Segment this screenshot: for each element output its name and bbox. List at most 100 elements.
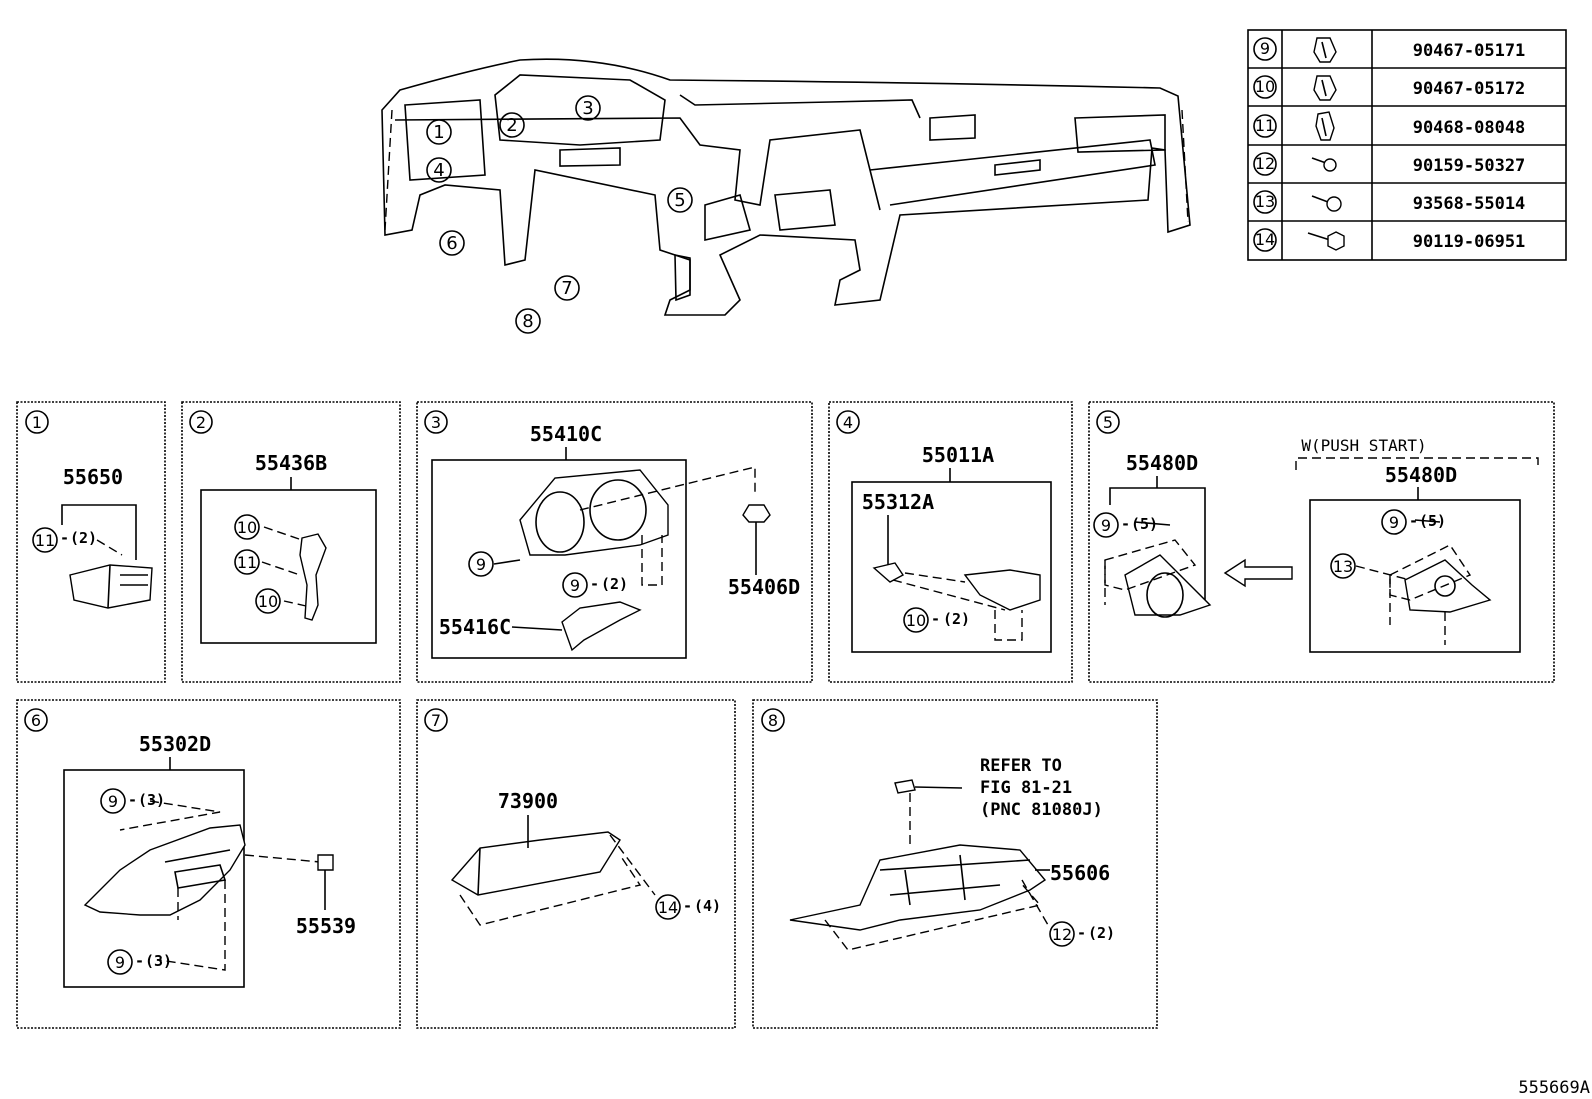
callout-9: 9 — [476, 555, 486, 574]
figure-id: 555669A — [1518, 1078, 1590, 1098]
fastener-part-number: 90119-06951 — [1413, 232, 1526, 252]
fastener-callout: 12 — [1255, 154, 1275, 173]
refer-pnc-label: (PNC 81080J) — [980, 800, 1103, 820]
callout-11: 11 — [35, 531, 55, 550]
fastener-callout: 11 — [1255, 116, 1275, 135]
qty-dash: - — [1409, 512, 1418, 530]
panel-index-4: 4 — [843, 413, 853, 432]
fastener-part-number: 90467-05171 — [1413, 41, 1526, 61]
quantity-label: (3) — [145, 952, 172, 970]
qty-dash: - — [931, 610, 940, 628]
overview-callout-7: 7 — [561, 278, 572, 299]
callout-13: 13 — [1333, 557, 1353, 576]
overview-callout-4: 4 — [433, 160, 444, 181]
overview-callout-labels: 1 2 3 4 5 6 7 8 — [433, 98, 685, 332]
panel-3-drawing — [431, 447, 771, 659]
panel-7-text: 73900 14 - (4) — [498, 789, 721, 917]
panel-index-7: 7 — [431, 711, 441, 730]
quantity-label: (5) — [1131, 515, 1158, 533]
overview-callout-8: 8 — [522, 311, 533, 332]
fastener-callout: 13 — [1255, 192, 1275, 211]
panel-4-text: 55011A 55312A 10 - (2) — [862, 443, 994, 630]
panel-8-drawing — [789, 779, 1050, 951]
callout-10: 10 — [237, 518, 257, 537]
quantity-label: (2) — [70, 529, 97, 547]
clip-icon — [1313, 37, 1337, 63]
callout-circles — [24, 37, 1407, 975]
callout-12: 12 — [1052, 925, 1072, 944]
panel-index-3: 3 — [431, 413, 441, 432]
bolt-icon — [1307, 231, 1345, 251]
panel-6-drawing — [63, 757, 334, 988]
part-number-55480D: 55480D — [1126, 451, 1198, 475]
overview-callout-1: 1 — [433, 122, 444, 143]
callout-9: 9 — [115, 953, 125, 972]
callout-9: 9 — [108, 792, 118, 811]
part-number-73900: 73900 — [498, 789, 558, 813]
qty-dash: - — [128, 791, 137, 809]
screw-icon — [1311, 157, 1337, 172]
callout-9: 9 — [1101, 516, 1111, 535]
part-number-55312A: 55312A — [862, 490, 934, 514]
panel-3-text: 55410C 9 9 - (2) 55416C 55406D — [439, 422, 800, 639]
panel-index-5: 5 — [1103, 413, 1113, 432]
fastener-table — [1247, 29, 1567, 261]
fastener-callout: 9 — [1260, 39, 1270, 58]
qty-dash: - — [1077, 924, 1086, 942]
dashboard-overview — [381, 58, 1191, 316]
panel-index-6: 6 — [31, 711, 41, 730]
fastener-part-number: 90467-05172 — [1413, 79, 1526, 99]
panel-4-drawing — [851, 468, 1052, 653]
overview-callout-5: 5 — [674, 190, 685, 211]
overview-callout-6: 6 — [446, 233, 457, 254]
refer-fig-label: FIG 81-21 — [980, 778, 1072, 798]
bolt-icon — [1311, 195, 1342, 212]
quantity-label: (2) — [601, 575, 628, 593]
part-number-55410C: 55410C — [530, 422, 602, 446]
panel-2-drawing — [200, 477, 377, 644]
part-number-55011A: 55011A — [922, 443, 994, 467]
panel-frames — [16, 401, 1555, 1029]
overview-callout-2: 2 — [506, 115, 517, 136]
panel-1-drawing — [61, 504, 153, 609]
qty-dash: - — [135, 952, 144, 970]
quantity-label: (4) — [694, 897, 721, 915]
fastener-part-number: 93568-55014 — [1413, 194, 1526, 214]
fastener-table-text: 9 10 11 12 13 14 90467-05171 90467-05172… — [1255, 39, 1525, 252]
callout-10: 10 — [906, 611, 926, 630]
fastener-callout: 10 — [1255, 77, 1275, 96]
push-clip-icon — [742, 504, 771, 575]
clip-icon — [1315, 111, 1335, 141]
callout-11: 11 — [237, 553, 257, 572]
clip-icon — [1313, 75, 1337, 101]
quantity-label: (5) — [1419, 512, 1446, 530]
panel-2-text: 55436B 10 11 10 — [237, 451, 327, 611]
panel-index-2: 2 — [196, 413, 206, 432]
quantity-label: (2) — [943, 610, 970, 628]
panel-8-text: REFER TO FIG 81-21 (PNC 81080J) 55606 12… — [980, 756, 1115, 944]
part-number-55406D: 55406D — [728, 575, 800, 599]
qty-dash: - — [683, 897, 692, 915]
qty-dash: - — [590, 575, 599, 593]
qty-dash: - — [60, 529, 69, 547]
qty-dash: - — [1121, 515, 1130, 533]
panel-1-text: 55650 11 - (2) — [35, 465, 123, 550]
callout-9: 9 — [1389, 513, 1399, 532]
fastener-part-number: 90159-50327 — [1413, 156, 1526, 176]
panel-index-8: 8 — [768, 711, 778, 730]
part-number-55650: 55650 — [63, 465, 123, 489]
panel-7-drawing — [450, 815, 656, 926]
part-number-55606: 55606 — [1050, 861, 1110, 885]
panel-5-drawing — [1104, 457, 1539, 653]
refer-to-label: REFER TO — [980, 756, 1062, 776]
overview-callout-3: 3 — [582, 98, 593, 119]
panel-5-text: 55480D 9 - (5) W(PUSH START) 55480D 9 - … — [1101, 436, 1457, 576]
part-number-55302D: 55302D — [139, 732, 211, 756]
panel-index-1: 1 — [32, 413, 42, 432]
callout-14: 14 — [658, 898, 678, 917]
fastener-part-number: 90468-08048 — [1413, 118, 1526, 138]
callout-10: 10 — [258, 592, 278, 611]
callout-9: 9 — [570, 576, 580, 595]
variant-label: W(PUSH START) — [1301, 436, 1426, 455]
